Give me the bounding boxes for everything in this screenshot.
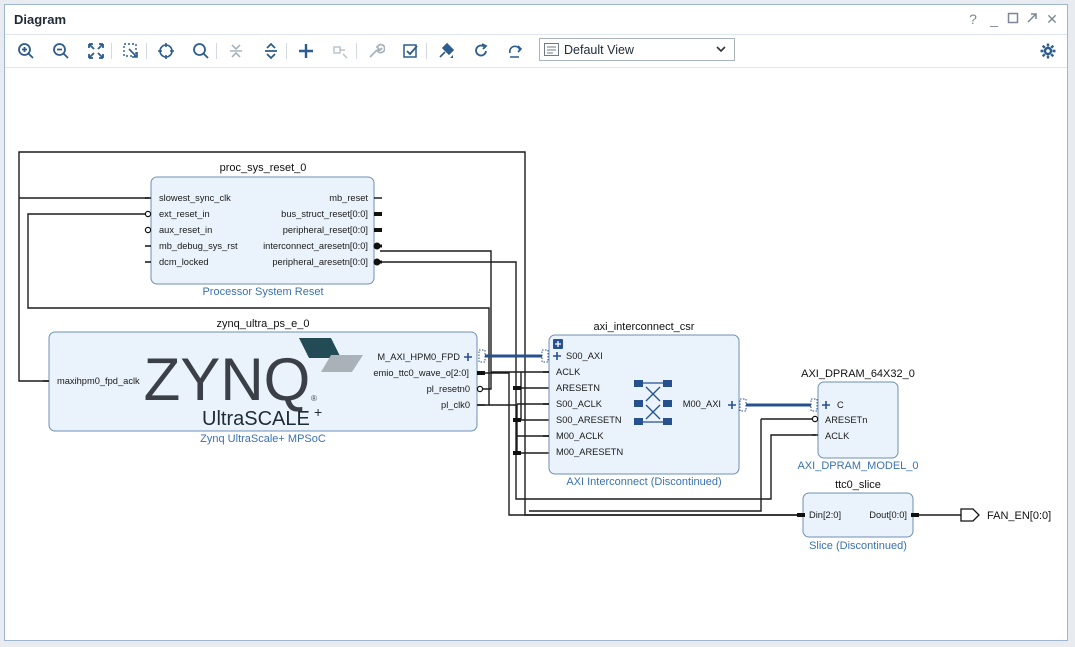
pin-maxihpm0-fpd-aclk[interactable]: maxihpm0_fpd_aclk	[57, 376, 140, 386]
block-slice[interactable]: ttc0_slice Slice (Discontinued) Din[2:0]…	[797, 479, 919, 552]
pin-ext-reset-in[interactable]: ext_reset_in	[159, 209, 210, 219]
toolbar: Default View	[5, 35, 1067, 68]
view-select-label: Default View	[564, 43, 634, 57]
search-icon[interactable]	[189, 40, 213, 62]
view-icon	[544, 43, 559, 56]
block-instance-name: zynq_ultra_ps_e_0	[217, 318, 310, 330]
logo-reg: ®	[311, 394, 317, 403]
add-ip-icon[interactable]	[294, 40, 318, 62]
logo-text: ZYNQ	[144, 346, 311, 413]
pin-peripheral-aresetn[interactable]: peripheral_aresetn[0:0]	[272, 257, 368, 267]
block-axi-interconnect[interactable]: axi_interconnect_csr AXI Interconnect (D…	[513, 321, 747, 488]
block-type-label: AXI_DPRAM_MODEL_0	[797, 460, 918, 472]
pin-mb-debug-sys-rst[interactable]: mb_debug_sys_rst	[159, 241, 238, 251]
restore-icon[interactable]	[1005, 10, 1021, 28]
expand-interface-icon	[464, 353, 472, 361]
pins-in: slowest_sync_clk ext_reset_in aux_reset_…	[144, 193, 238, 267]
block-axi-dpram[interactable]: AXI_DPRAM_64X32_0 AXI_DPRAM_MODEL_0 C AR…	[797, 368, 918, 472]
chevron-down-icon[interactable]	[714, 42, 728, 56]
pin-dcm-locked[interactable]: dcm_locked	[159, 257, 209, 267]
pin-dout[interactable]: Dout[0:0]	[869, 510, 907, 520]
block-type-label: AXI Interconnect (Discontinued)	[566, 476, 721, 488]
pin-pl-resetn0[interactable]: pl_resetn0	[427, 384, 470, 394]
diagram-canvas[interactable]: proc_sys_reset_0 Processor System Reset …	[5, 68, 1067, 640]
pin-s00-aresetn[interactable]: S00_ARESETN	[556, 415, 622, 425]
port-label: FAN_EN[0:0]	[987, 510, 1051, 522]
pin-m00-aresetn[interactable]: M00_ARESETN	[556, 447, 623, 457]
expand-icon[interactable]	[259, 40, 283, 62]
pin-aux-reset-in[interactable]: aux_reset_in	[159, 225, 212, 235]
zynq-logo: ZYNQ ® UltraSCALE +	[144, 338, 363, 430]
float-icon[interactable]	[1024, 10, 1040, 28]
settings-icon[interactable]	[1036, 40, 1060, 62]
logo-subtitle: UltraSCALE	[202, 408, 310, 430]
regenerate-icon[interactable]	[504, 40, 528, 62]
block-type-label: Zynq UltraScale+ MPSoC	[200, 433, 326, 445]
properties-icon[interactable]	[364, 40, 388, 62]
pin-aresetn-n[interactable]: ARESETn	[825, 415, 867, 425]
block-proc-sys-reset[interactable]: proc_sys_reset_0 Processor System Reset …	[144, 162, 382, 298]
block-diagram[interactable]: proc_sys_reset_0 Processor System Reset …	[5, 68, 1067, 640]
pin-mb-reset[interactable]: mb_reset	[329, 193, 368, 203]
logo-plus: +	[314, 404, 322, 420]
zoom-in-icon[interactable]	[14, 40, 38, 62]
pin-m00-aclk[interactable]: M00_ACLK	[556, 431, 604, 441]
block-zynq[interactable]: zynq_ultra_ps_e_0 Zynq UltraScale+ MPSoC…	[43, 318, 486, 445]
close-icon[interactable]: ✕	[1046, 11, 1058, 27]
pin-c[interactable]: C	[837, 400, 844, 410]
wires	[18, 151, 961, 516]
port-fan-en[interactable]: FAN_EN[0:0]	[960, 508, 1051, 522]
block-type-label: Slice (Discontinued)	[809, 540, 907, 552]
crossbar-icon	[634, 380, 672, 425]
pins-out: mb_reset bus_struct_reset[0:0] periphera…	[263, 193, 382, 267]
title-bar: Diagram ? _ ✕	[5, 5, 1067, 35]
make-connection-icon[interactable]	[329, 40, 353, 62]
refresh-icon[interactable]	[469, 40, 493, 62]
window-title: Diagram	[14, 12, 67, 27]
pin-emio-ttc0-wave[interactable]: emio_ttc0_wave_o[2:0]	[373, 368, 469, 378]
block-instance-name: proc_sys_reset_0	[220, 162, 307, 174]
pin-aclk[interactable]: ACLK	[825, 431, 850, 441]
minimize-icon[interactable]: _	[990, 11, 998, 27]
pin-bus-struct-reset[interactable]: bus_struct_reset[0:0]	[281, 209, 368, 219]
pin-pl-clk0[interactable]: pl_clk0	[441, 400, 470, 410]
pin-aclk[interactable]: ACLK	[556, 367, 581, 377]
pin-slowest-sync-clk[interactable]: slowest_sync_clk	[159, 193, 231, 203]
zoom-out-icon[interactable]	[49, 40, 73, 62]
auto-connect-icon[interactable]	[434, 40, 458, 62]
diagram-window: Diagram ? _ ✕ Default Vi	[4, 4, 1068, 641]
pin-m00-axi[interactable]: M00_AXI	[683, 399, 721, 409]
pin-m-axi-hpm0-fpd[interactable]: M_AXI_HPM0_FPD	[377, 352, 460, 362]
block-type-label: Processor System Reset	[202, 286, 323, 298]
pin-aresetn[interactable]: ARESETN	[556, 383, 600, 393]
view-select[interactable]: Default View	[539, 38, 735, 61]
collapse-icon[interactable]	[224, 40, 248, 62]
help-icon[interactable]: ?	[969, 11, 977, 27]
block-instance-name: axi_interconnect_csr	[594, 321, 695, 333]
select-icon[interactable]	[154, 40, 178, 62]
pin-interconnect-aresetn[interactable]: interconnect_aresetn[0:0]	[263, 241, 368, 251]
zoom-area-icon[interactable]	[119, 40, 143, 62]
fit-icon[interactable]	[84, 40, 108, 62]
block-instance-name: AXI_DPRAM_64X32_0	[801, 368, 915, 380]
pin-s00-axi[interactable]: S00_AXI	[566, 351, 603, 361]
pin-peripheral-reset[interactable]: peripheral_reset[0:0]	[283, 225, 368, 235]
pin-din[interactable]: Din[2:0]	[809, 510, 841, 520]
output-port-icon	[960, 508, 980, 522]
block-instance-name: ttc0_slice	[835, 479, 881, 491]
validate-icon[interactable]	[399, 40, 423, 62]
pin-s00-aclk[interactable]: S00_ACLK	[556, 399, 603, 409]
